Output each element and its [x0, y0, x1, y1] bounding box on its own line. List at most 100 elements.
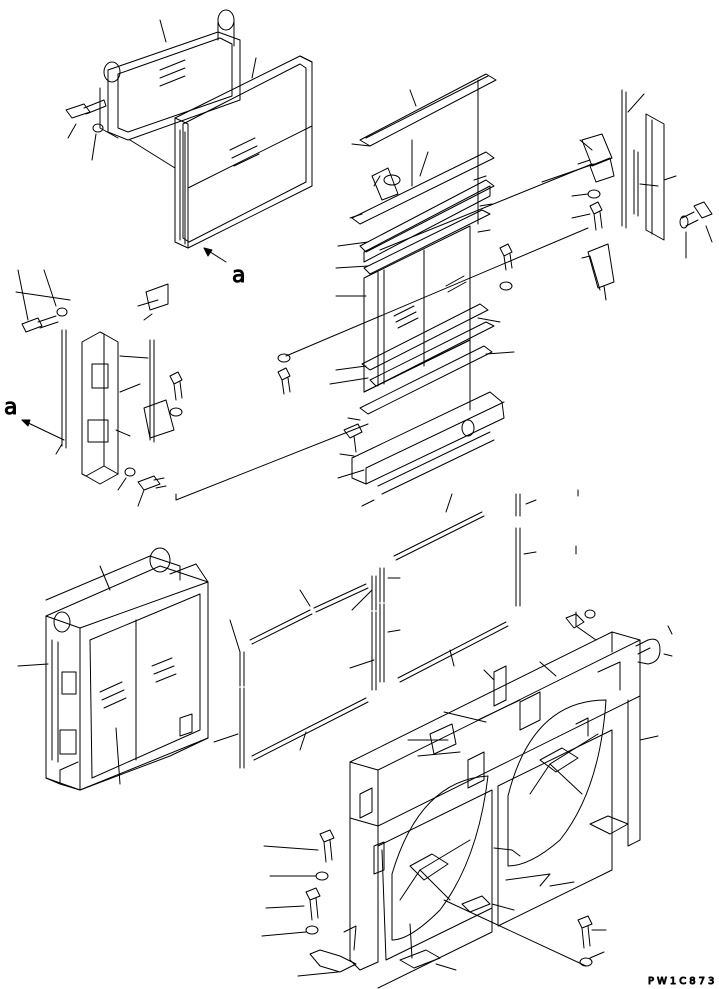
washer-icon: [57, 308, 67, 316]
washer-icon: [580, 958, 592, 966]
upper-plate-stack: [352, 74, 496, 274]
bolt-icon: [306, 888, 320, 920]
leader-line: [524, 552, 536, 554]
leader-line: [352, 144, 370, 146]
washer-icon: [125, 468, 135, 476]
leader-line: [138, 300, 158, 306]
leader-line: [336, 266, 368, 268]
callout-label-a: a: [232, 263, 245, 288]
washer-icon: [680, 216, 688, 228]
leader-line: [420, 152, 428, 176]
side-frame-left: [62, 284, 174, 484]
leader-line: [542, 164, 594, 182]
leader-line: [252, 58, 256, 78]
bolt-icon: [500, 244, 512, 270]
nut-icon: [566, 614, 584, 628]
lower-plate-stack: [352, 304, 504, 494]
leader-line: [118, 478, 126, 490]
leader-line: [668, 626, 672, 634]
leader-line: [572, 194, 588, 196]
arrow-icon: [22, 420, 64, 440]
leader-line: [160, 20, 166, 42]
bolt-icon: [320, 830, 334, 862]
leader-line: [664, 654, 672, 656]
leader-line: [492, 904, 514, 910]
leader-line: [44, 270, 56, 306]
leader-line: [444, 712, 486, 722]
bolt-icon: [578, 916, 592, 948]
washer-icon: [316, 872, 328, 880]
bolt-icon: [590, 202, 602, 230]
leader-line: [120, 384, 140, 392]
leader-line: [446, 494, 452, 512]
leader-line: [120, 356, 148, 358]
leader-line: [300, 590, 310, 606]
bolt-icon: [682, 202, 712, 226]
leader-line: [68, 124, 76, 138]
bolt-icon: [278, 368, 290, 394]
leader-line: [444, 900, 586, 966]
leader-line: [56, 444, 62, 454]
shroud-panel-center: [364, 226, 470, 392]
leader-line: [474, 176, 486, 180]
leader-line: [480, 204, 492, 206]
leader-line: [298, 972, 338, 976]
leader-line: [580, 140, 592, 150]
fan-shroud-frame: [310, 632, 640, 988]
leader-line: [336, 366, 366, 370]
leader-line: [374, 176, 380, 186]
bolt-icon: [22, 316, 58, 332]
leader-line: [590, 952, 604, 958]
leader-line: [266, 906, 304, 908]
leader-line: [116, 728, 120, 784]
leader-line: [18, 270, 28, 320]
clip-icon: [344, 424, 362, 452]
washer-icon: [278, 354, 290, 362]
leader-line: [418, 752, 460, 756]
leader-line: [640, 184, 658, 186]
leader-line: [214, 734, 238, 742]
washer-icon: [585, 610, 595, 618]
leader-line: [362, 500, 374, 506]
leader-line: [176, 424, 368, 500]
leader-line: [450, 650, 454, 666]
leader-line: [262, 932, 306, 936]
leader-line: [604, 286, 606, 300]
arrow-icon: [204, 248, 226, 262]
bolt-icon: [66, 100, 106, 118]
leader-line: [410, 924, 412, 958]
bolt-icon: [138, 476, 166, 490]
leader-line: [338, 242, 368, 246]
hose-elbow-icon: [636, 639, 660, 664]
radiator-core-upper: [100, 10, 240, 140]
leader-line: [388, 630, 400, 632]
side-frame-right: [582, 90, 664, 290]
leader-line: [130, 140, 175, 168]
aftercooler-core: [175, 56, 312, 248]
leader-line: [116, 430, 130, 436]
leader-line: [264, 846, 318, 850]
leader-line: [706, 226, 712, 242]
washer-icon: [170, 408, 182, 416]
leader-line: [478, 230, 490, 232]
leader-line: [286, 228, 588, 356]
leader-line: [380, 164, 592, 250]
leader-line: [350, 214, 362, 218]
leader-line: [526, 500, 536, 504]
leader-line: [484, 670, 494, 680]
seal-strips: [240, 494, 520, 768]
leader-line: [576, 626, 596, 640]
drawing-code: PW1C873: [648, 976, 717, 987]
leader-line: [340, 454, 354, 456]
leader-line: [330, 378, 368, 384]
leader-line: [578, 160, 590, 164]
washer-icon: [93, 124, 103, 132]
leader-line: [138, 490, 144, 506]
leader-line: [352, 590, 372, 610]
leader-line: [338, 470, 364, 478]
leader-line: [348, 418, 360, 420]
leader-line: [436, 964, 456, 970]
radiator-assembly: [46, 548, 208, 790]
leader-line: [572, 214, 590, 218]
leader-line: [16, 292, 70, 300]
